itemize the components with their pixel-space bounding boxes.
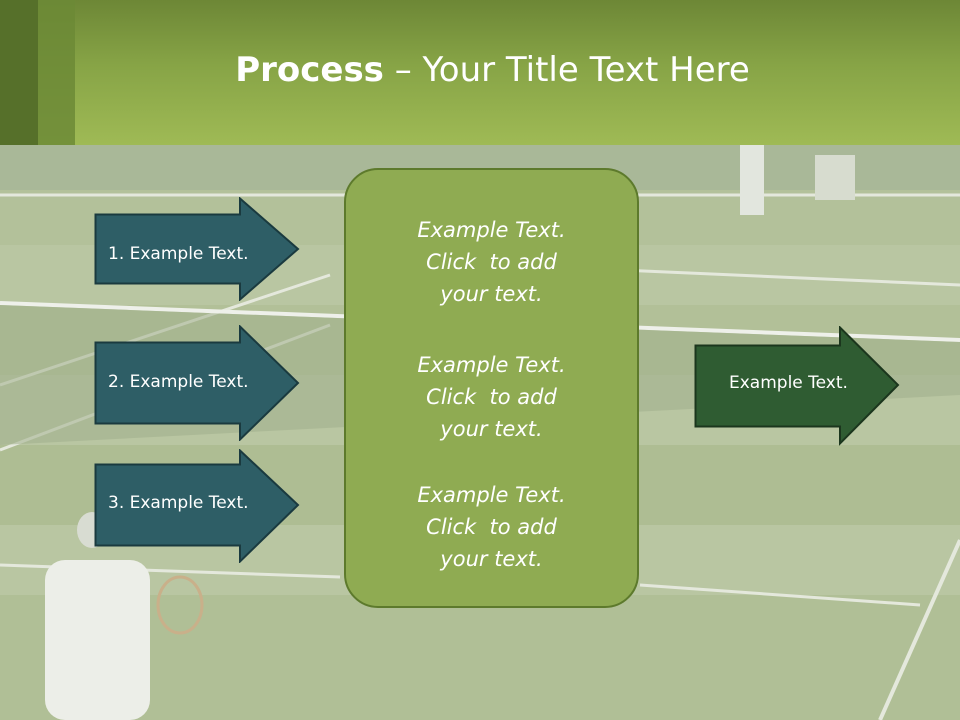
center-paragraph-2-line-1: Example Text. [417, 353, 566, 377]
title-banner: Process – Your Title Text Here [0, 0, 960, 145]
left-arrow-2-label: 2. Example Text. [108, 372, 249, 392]
center-paragraph-2-line-2: Click to add [426, 385, 557, 409]
center-paragraph-3-line-3: your text. [440, 547, 543, 571]
slide-title[interactable]: Process – Your Title Text Here [0, 50, 960, 90]
left-arrow-3-label: 3. Example Text. [108, 493, 249, 513]
banner-accent-mid [38, 0, 75, 145]
arrow-shape-1 [94, 197, 300, 301]
slide-title-bold: Process [235, 50, 384, 90]
center-paragraph-2: Example Text. Click to add your text. [346, 349, 637, 445]
center-text-box[interactable]: Example Text. Click to add your text. Ex… [344, 168, 639, 608]
center-paragraph-2-line-3: your text. [440, 417, 543, 441]
center-paragraph-3: Example Text. Click to add your text. [346, 479, 637, 575]
center-paragraph-1: Example Text. Click to add your text. [346, 214, 637, 310]
center-paragraph-1-line-3: your text. [440, 282, 543, 306]
center-paragraph-1-line-2: Click to add [426, 250, 557, 274]
arrow-shape-2 [94, 325, 300, 441]
center-paragraph-1-line-1: Example Text. [417, 218, 566, 242]
center-paragraph-3-line-2: Click to add [426, 515, 557, 539]
center-paragraph-3-line-1: Example Text. [417, 483, 566, 507]
arrow-shape-3 [94, 449, 300, 563]
right-arrow-label: Example Text. [729, 373, 848, 393]
left-arrow-1-label: 1. Example Text. [108, 244, 249, 264]
slide-title-rest: – Your Title Text Here [383, 50, 750, 90]
right-arrow-shape [694, 326, 900, 446]
banner-accent-dark [0, 0, 38, 145]
